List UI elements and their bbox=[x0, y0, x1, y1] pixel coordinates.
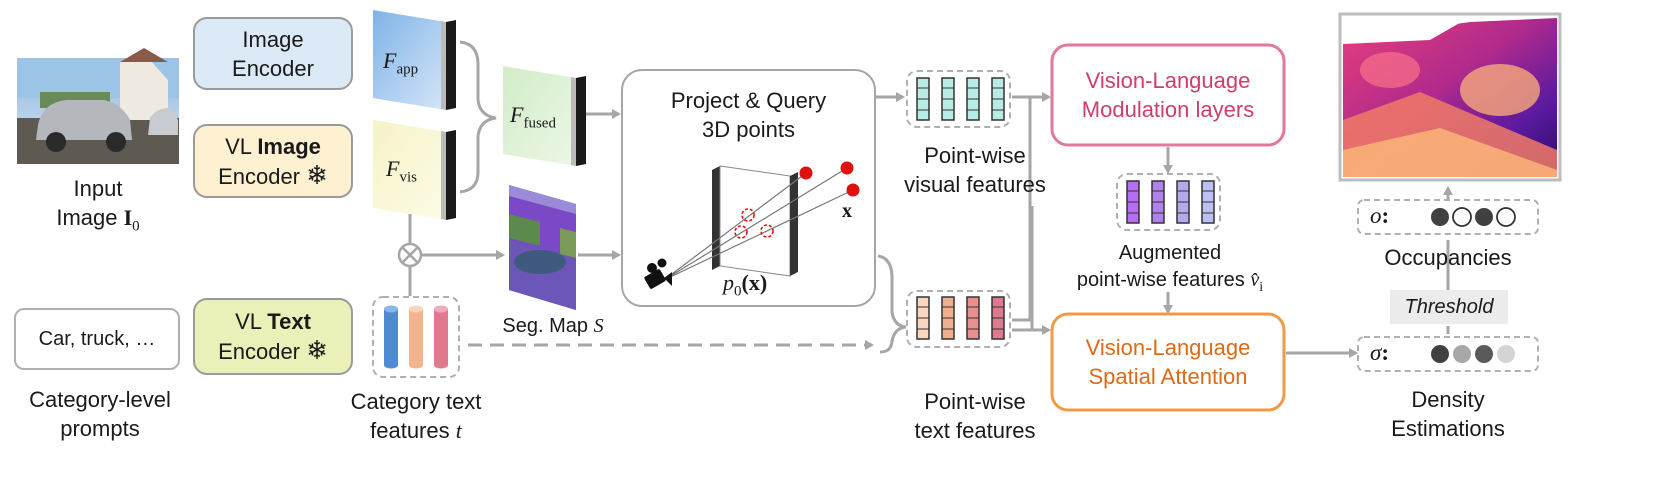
multiply-operator bbox=[397, 242, 423, 268]
snowflake-icon: ❄ bbox=[306, 335, 328, 365]
occupancy-frame bbox=[1357, 199, 1539, 235]
f-app-map bbox=[373, 10, 456, 110]
seg-map-image bbox=[509, 185, 576, 310]
density-frame bbox=[1357, 336, 1539, 372]
text-features-frame bbox=[372, 296, 460, 378]
image-encoder-box: Image Encoder bbox=[193, 17, 353, 90]
density-dot bbox=[1431, 345, 1449, 363]
augmented-label: Augmented point-wise features v̂i bbox=[1076, 242, 1264, 295]
density-dot bbox=[1453, 345, 1471, 363]
prompts-label: Category-level prompts bbox=[29, 387, 171, 441]
f-fused-label: Ffused bbox=[510, 102, 556, 132]
occupancy-symbol: o: bbox=[1370, 203, 1390, 228]
text-brace bbox=[877, 254, 907, 354]
pointwise-text-label: Point-wise text features bbox=[914, 389, 1036, 443]
snowflake-icon: ❄ bbox=[306, 159, 328, 190]
prompts-box: Car, truck, … bbox=[14, 308, 180, 370]
density-label: Density Estimations bbox=[1391, 387, 1505, 441]
projection-label: p0(x) bbox=[723, 270, 768, 300]
connectors bbox=[408, 92, 1453, 358]
point-x-label: x bbox=[842, 200, 852, 222]
vl-image-encoder-box: VL Image Encoder ❄ bbox=[193, 124, 353, 198]
fusion-brace bbox=[459, 40, 497, 194]
vl-attention-text: Vision-Language Spatial Attention bbox=[1085, 335, 1251, 389]
threshold-box bbox=[1390, 290, 1508, 324]
text-feature-cylinder-pink bbox=[434, 305, 448, 369]
vl-modulation-box bbox=[1050, 43, 1286, 147]
occupancy-dot bbox=[1475, 208, 1493, 226]
pointwise-visual-label: Point-wise visual features bbox=[904, 143, 1046, 197]
augmented-feature-bars bbox=[1126, 180, 1215, 224]
project-query-title: Project & Query 3D points bbox=[670, 88, 827, 142]
density-dots bbox=[1431, 345, 1515, 363]
threshold-label: Threshold bbox=[1404, 296, 1494, 318]
density-dot bbox=[1475, 345, 1493, 363]
vl-attention-box bbox=[1050, 312, 1286, 412]
vl-modulation-text: Vision-Language Modulation layers bbox=[1081, 68, 1255, 122]
input-label: Input Image I0 bbox=[56, 176, 140, 235]
seg-map-label: Seg. Map S bbox=[502, 315, 604, 337]
occupancy-label: Occupancies bbox=[1384, 245, 1512, 270]
occupancy-render bbox=[1338, 12, 1562, 182]
f-vis-label: Fvis bbox=[386, 156, 417, 186]
occupancy-dot bbox=[1452, 207, 1472, 227]
augmented-features-frame bbox=[1116, 173, 1221, 231]
visual-feature-bars bbox=[916, 77, 1005, 121]
density-symbol: σ: bbox=[1370, 340, 1390, 365]
visual-features-frame bbox=[906, 70, 1011, 128]
projection-sketch bbox=[663, 161, 860, 281]
occupancy-dot bbox=[1496, 207, 1516, 227]
text-feature-bars bbox=[916, 296, 1005, 340]
occupancy-dot bbox=[1431, 208, 1449, 226]
density-dot bbox=[1497, 345, 1515, 363]
camera-icon bbox=[644, 258, 672, 289]
input-image bbox=[17, 48, 179, 164]
category-text-label: Category text features t bbox=[350, 389, 482, 443]
f-fused-map bbox=[503, 66, 586, 166]
text-pointwise-frame bbox=[906, 290, 1011, 348]
text-feature-cylinder-blue bbox=[384, 305, 398, 369]
vl-text-encoder-box: VL Text Encoder ❄ bbox=[193, 298, 353, 375]
text-feature-cylinder-peach bbox=[409, 305, 423, 369]
f-app-label: Fapp bbox=[383, 48, 419, 78]
f-vis-map bbox=[373, 120, 456, 220]
occupancy-dots bbox=[1431, 207, 1516, 227]
